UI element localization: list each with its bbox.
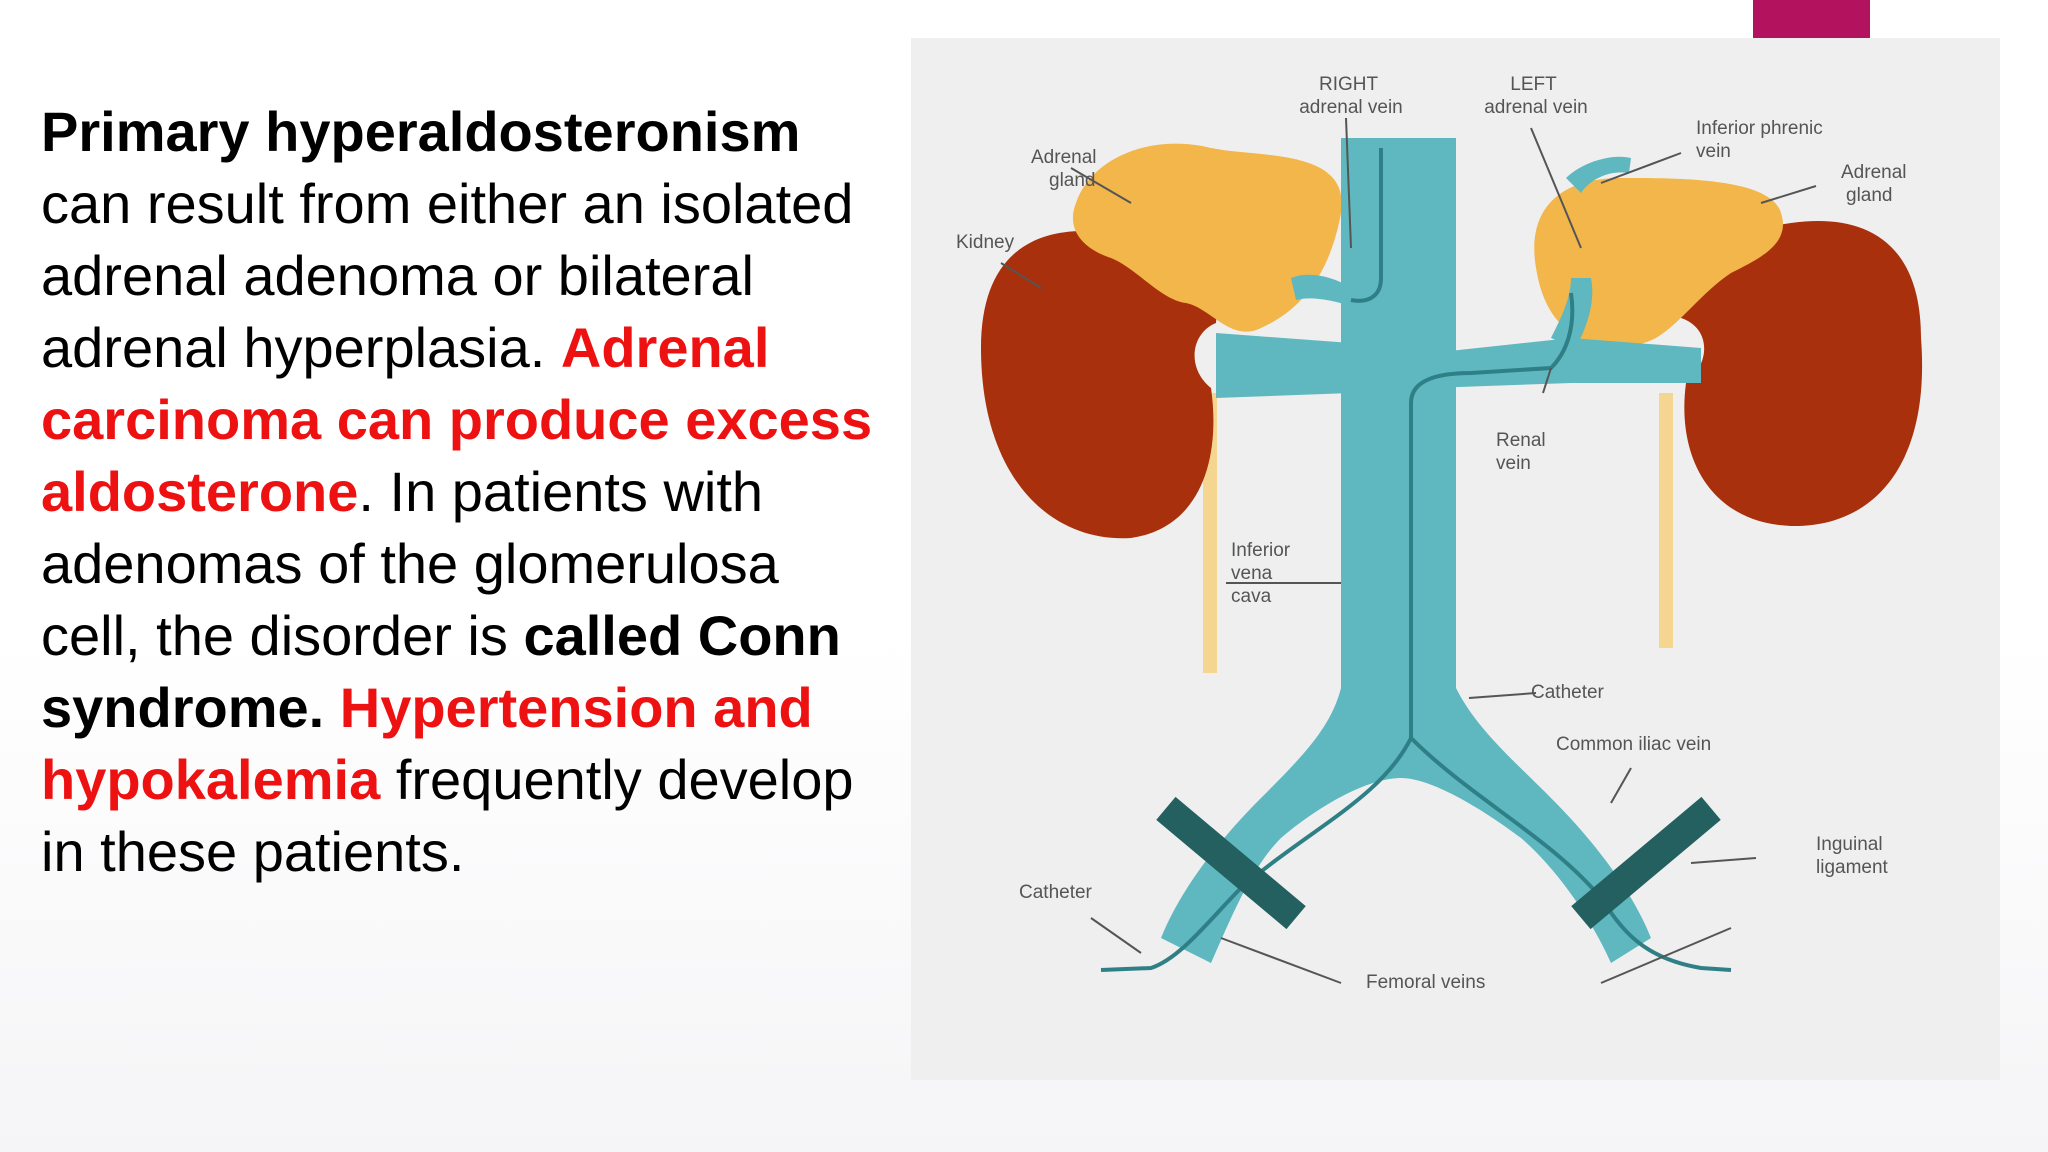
anatomy-diagram: RIGHT adrenal vein LEFT adrenal vein Inf… xyxy=(956,74,1923,993)
label-common-iliac-vein: Common iliac vein xyxy=(1556,734,1711,755)
highlight-adrenal-carcinoma: Adrenal carcinoma can produce excess ald… xyxy=(41,316,873,523)
text-glomerulosa: . In patients with adenomas of the glome… xyxy=(41,460,779,667)
text-causes: can result from either an isolated adren… xyxy=(41,172,854,379)
highlight-hypertension-hypokalemia: Hypertension and hypokalemia xyxy=(41,676,813,811)
label-renal-vein: Renal vein xyxy=(1496,430,1551,474)
accent-tab xyxy=(1753,0,1870,38)
label-adrenal-gland-left: Adrenal gland xyxy=(1841,162,1912,206)
leader-lines xyxy=(1000,117,1817,984)
term-primary-hyperaldosteronism: Primary hyperaldosteronism xyxy=(41,100,801,163)
term-conn-syndrome: called Conn syndrome. xyxy=(41,604,841,739)
kidney-right xyxy=(981,230,1217,539)
label-adrenal-gland-right: Adrenal gland xyxy=(1031,147,1102,191)
adrenal-vein-sampling-figure: RIGHT adrenal vein LEFT adrenal vein Inf… xyxy=(911,38,2000,1080)
inferior-vena-cava xyxy=(1161,138,1651,963)
label-catheter-mid: Catheter xyxy=(1531,682,1605,703)
renal-vein-right xyxy=(1216,333,1351,398)
catheter-left-line xyxy=(1409,292,1575,738)
catheter-right-line xyxy=(1350,148,1383,303)
label-femoral-veins: Femoral veins xyxy=(1366,972,1485,993)
body-paragraph: Primary hyperaldosteronism can result fr… xyxy=(41,96,891,888)
adrenal-gland-left xyxy=(1534,178,1783,348)
inferior-phrenic-vein xyxy=(1566,156,1631,193)
label-catheter-left: Catheter xyxy=(1019,882,1093,903)
text-patients: frequently develop in these patients. xyxy=(41,748,854,883)
label-left-adrenal-vein: LEFT adrenal vein xyxy=(1484,74,1588,118)
label-inferior-vena-cava: Inferior vena cava xyxy=(1231,540,1295,607)
adrenal-gland-right xyxy=(1072,143,1342,332)
label-right-adrenal-vein: RIGHT adrenal vein xyxy=(1299,74,1403,118)
inguinal-ligament-left xyxy=(1571,796,1721,930)
text-space xyxy=(324,676,340,739)
renal-vein-left xyxy=(1431,338,1701,388)
ureter-left xyxy=(1659,393,1673,648)
right-adrenal-vein xyxy=(1291,274,1351,306)
label-inguinal-ligament: Inguinal ligament xyxy=(1816,834,1889,878)
inguinal-ligament-right xyxy=(1156,796,1306,930)
kidney-left xyxy=(1681,220,1923,527)
label-kidney: Kidney xyxy=(956,232,1015,253)
label-inferior-phrenic-vein: Inferior phrenic vein xyxy=(1696,118,1828,162)
